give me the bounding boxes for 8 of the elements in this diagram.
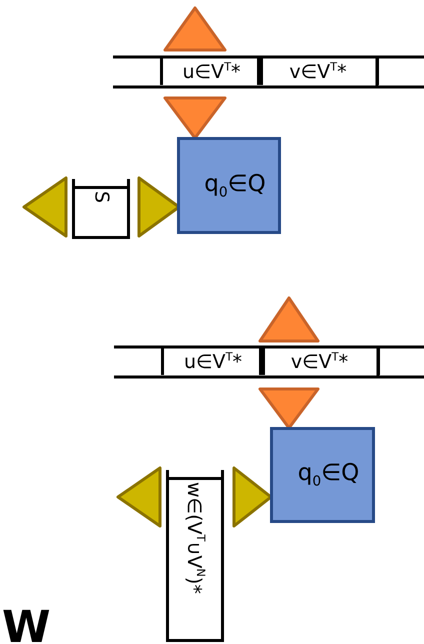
- tape-cell: u∈V$^{T}$*: [161, 348, 265, 375]
- letter-label: W: [2, 606, 51, 644]
- state-box: q$_{0}$∈Q: [270, 427, 375, 523]
- tape-cell: v∈V$^{T}$*: [257, 58, 379, 85]
- tape-cell: v∈V$^{T}$*: [259, 348, 380, 375]
- tape-cell: u∈V$^{T}$*: [160, 58, 263, 85]
- state-box: q$_{0}$∈Q: [177, 137, 281, 234]
- stack-box: S: [72, 179, 130, 239]
